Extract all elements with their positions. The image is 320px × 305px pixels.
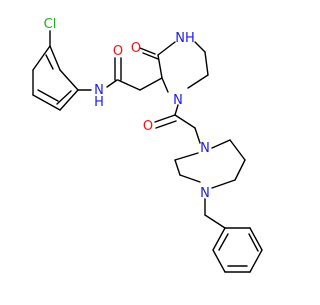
bond: [106, 79, 118, 88]
atom-label-layer: Cl O O O N H NH N N N: [44, 17, 210, 201]
bond: [174, 104, 179, 116]
bond: [204, 51, 209, 76]
ring-nh-label: NH: [175, 31, 195, 46]
bond: [59, 89, 79, 111]
bond: [174, 114, 196, 129]
bond: [174, 159, 181, 176]
bond: [179, 174, 201, 183]
bond: [56, 90, 72, 105]
bond: [174, 152, 199, 161]
bond: [59, 69, 79, 91]
chlorine-label: Cl: [44, 17, 57, 32]
acyl-oxygen-label: O: [143, 119, 153, 134]
bond: [194, 127, 201, 144]
bond: [32, 94, 61, 111]
bond: [229, 139, 246, 161]
amide-hydrogen-label: H: [94, 95, 104, 110]
bond: [157, 54, 163, 79]
ring-oxygen-label: O: [131, 41, 141, 56]
bond: [204, 214, 226, 229]
bond: [161, 77, 169, 93]
bond: [139, 47, 156, 55]
bond-layer: [32, 30, 263, 273]
piperazine-nitrogen-top-label: N: [200, 141, 210, 156]
bond: [249, 249, 263, 273]
bond: [157, 41, 176, 56]
structure-diagram: Cl O O O N H NH N N N: [32, 17, 263, 273]
bond: [117, 79, 141, 91]
bond: [37, 89, 59, 102]
bond: [49, 45, 61, 71]
bond: [187, 74, 209, 89]
bond: [139, 77, 163, 91]
bond: [155, 120, 177, 129]
amide-nitrogen-label: N: [94, 83, 104, 98]
bond: [218, 233, 229, 251]
bond: [32, 45, 51, 71]
bond: [248, 233, 259, 252]
bond: [194, 41, 206, 53]
bond: [211, 139, 231, 149]
bond: [249, 227, 263, 251]
amide-oxygen-label: O: [113, 44, 123, 59]
ring-nitrogen-label: N: [173, 93, 183, 108]
bond: [45, 54, 54, 70]
piperazine-nitrogen-bottom-label: N: [200, 186, 210, 201]
bond: [212, 227, 226, 251]
bond: [154, 114, 176, 123]
bond: [142, 52, 159, 60]
bond: [234, 159, 246, 181]
bond: [212, 249, 226, 273]
bond: [211, 179, 236, 189]
molecule-canvas: Cl O O O N H NH N N N: [32, 17, 263, 273]
